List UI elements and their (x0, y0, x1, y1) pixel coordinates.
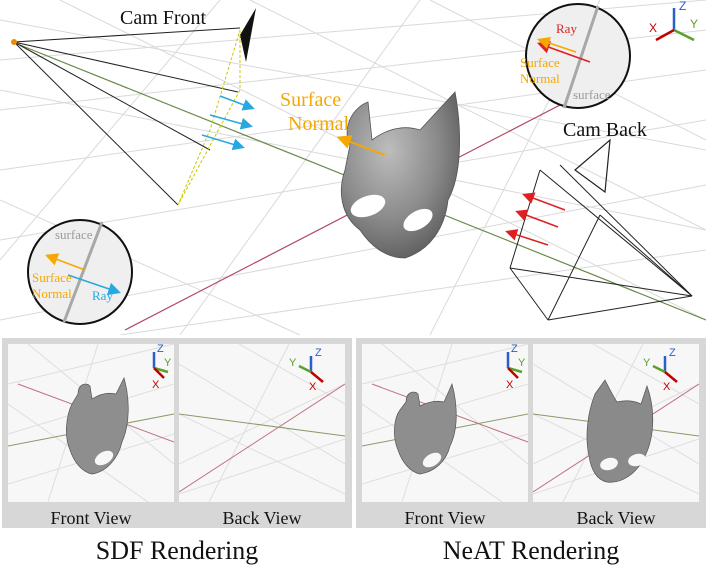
sdf-back-view: Z Y X (179, 344, 345, 502)
scene-3d (0, 0, 706, 335)
sdf-rendering-title: SDF Rendering (95, 536, 259, 565)
surface-normal-label-1: Surface (280, 89, 342, 111)
sdf-front-axis-z: Z (157, 344, 164, 355)
sdf-front-view: Z Y X (8, 344, 174, 502)
sdf-front-scene (8, 344, 174, 502)
axis-gizmo-top (655, 8, 695, 42)
inset-front-surface-label: surface (55, 227, 93, 242)
inset-back-circle (525, 3, 631, 109)
inset-back-normal-label-1: Surface (520, 55, 560, 70)
inset-back-normal-label-2: Normal (520, 71, 560, 86)
surface-normal-arrow (336, 135, 386, 156)
mask-model (340, 91, 460, 259)
neat-front-scene (362, 344, 528, 502)
sdf-back-caption: Back View (222, 508, 302, 528)
inset-back-ray-label: Ray (556, 21, 577, 36)
neat-back-scene (533, 344, 699, 502)
axis-x-label-top: X (649, 21, 658, 35)
floor-grid (0, 0, 706, 335)
neat-back-axis-x: X (663, 381, 671, 393)
back-rays (505, 192, 566, 246)
axis-y-label-top: Y (690, 17, 699, 31)
surface-normal-label-2: Normal (288, 113, 350, 135)
inset-back-surface-label: surface (573, 87, 611, 102)
neat-front-axis-y: Y (518, 357, 526, 369)
sdf-panel-group: Z Y X Z Y X Front View Back View (2, 338, 352, 528)
neat-back-caption: Back View (576, 508, 656, 528)
sdf-back-axis-x: X (309, 381, 317, 393)
front-camera-icon (240, 8, 256, 62)
front-camera-frustum (13, 27, 241, 206)
sdf-front-axis-x: X (152, 379, 160, 391)
inset-front-circle (27, 219, 133, 325)
inset-front-ray-label: Ray (92, 288, 113, 303)
neat-rendering-title: NeAT Rendering (442, 536, 620, 565)
sdf-back-scene (179, 344, 345, 502)
sdf-back-axis-y: Y (289, 357, 297, 369)
back-camera-frustum (509, 164, 693, 321)
inset-front-normal-label-1: Surface (32, 270, 72, 285)
sdf-front-caption: Front View (50, 508, 132, 528)
neat-front-axis-x: X (506, 379, 514, 391)
neat-front-view: Z Y X (362, 344, 528, 502)
front-rays (201, 95, 255, 151)
sdf-front-axis-y: Y (164, 357, 172, 369)
cam-front-label: Cam Front (120, 7, 207, 29)
front-image-plane (177, 29, 241, 206)
axis-z-label-top: Z (679, 0, 687, 13)
cam-back-label: Cam Back (563, 119, 647, 141)
neat-front-caption: Front View (404, 508, 486, 528)
neat-front-axis-z: Z (511, 344, 518, 355)
neat-back-view: Z Y X (533, 344, 699, 502)
sdf-back-axis-z: Z (315, 347, 322, 359)
back-camera-icon (574, 138, 611, 194)
inset-front-normal-label-2: Normal (32, 286, 72, 301)
neat-back-axis-z: Z (669, 347, 676, 359)
neat-panel-group: Z Y X Z Y X Front View Back View (356, 338, 706, 528)
x-axis-line (124, 104, 561, 331)
neat-back-axis-y: Y (643, 357, 651, 369)
front-camera-origin (11, 39, 17, 45)
